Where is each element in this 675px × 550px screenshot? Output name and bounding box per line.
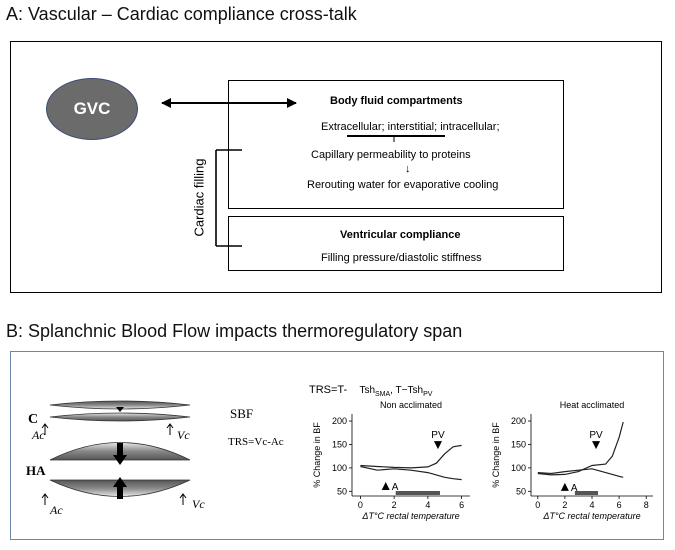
vessel-schematic (41, 400, 191, 505)
x-tick-label: 8 (644, 500, 649, 510)
label-c: C (28, 412, 39, 427)
vessel-c-arrow-icon (116, 407, 124, 412)
vessel-c-lower (49, 412, 191, 422)
y-axis-label: % Change in BF (491, 422, 501, 488)
chart-title: Heat acclimated (560, 400, 625, 410)
label-ac-c: Ac (32, 428, 45, 442)
x-tick-label: 2 (392, 500, 397, 510)
annotation-label: A (571, 483, 578, 494)
y-tick-label: 200 (332, 416, 347, 426)
ventricular-box: Ventricular compliance Filling pressure/… (228, 216, 564, 271)
chart-heat-acclimated: Heat acclimated 50 100 150 200 0 2 4 6 8ΔT°C rect… (491, 400, 653, 521)
x-tick-label: 6 (617, 500, 622, 510)
panel-a-frame (10, 41, 662, 293)
trs-sub2: PV (423, 391, 433, 398)
down-arrow-icon: ↓ (405, 163, 411, 175)
body-fluid-line1: Extracellular; interstitial; intracellul… (321, 121, 500, 133)
series-line-2 (537, 468, 624, 478)
x-tick-label: 0 (535, 500, 540, 510)
vessel-ha-up-arrow-icon (113, 477, 127, 499)
annotation-label: A (392, 482, 399, 493)
duration-bar (574, 491, 599, 495)
label-sbf: SBF (230, 406, 254, 421)
y-tick-label: 50 (337, 486, 347, 496)
x-tick-label: 6 (459, 500, 464, 510)
cardiac-filling-label: Cardiac filling (191, 158, 207, 237)
gvc-node: GVC (46, 78, 138, 140)
label-ac-ha: Ac (50, 503, 63, 517)
annotation-label: PV (589, 430, 603, 441)
gvc-label: GVC (73, 99, 111, 118)
vessel-ha-down-arrow-icon (113, 443, 127, 465)
label-ha: HA (26, 463, 46, 478)
duration-bar (395, 491, 440, 495)
chart-non-acclimated: Non acclimated 50 100 150 200 0 2 4 6ΔT°C rectal… (312, 400, 470, 521)
series-line-1 (537, 421, 624, 476)
label-vc-ha: Vc (192, 497, 205, 511)
y-tick-label: 150 (511, 439, 526, 449)
trs-formula: TRS=T- TshSMA, T−TshPV (309, 384, 432, 398)
annotation-marker (560, 482, 569, 491)
x-axis-label: ΔT°C rectal temperature (542, 511, 640, 521)
y-axis-label: % Change in BF (312, 422, 322, 488)
annotation-marker (381, 481, 390, 490)
series-line-1 (360, 444, 462, 469)
annotation-marker (433, 441, 442, 450)
label-vc-c: Vc (177, 428, 190, 442)
body-fluid-box: Body fluid compartments Extracellular; i… (228, 80, 564, 209)
annotation-label: PV (431, 430, 445, 441)
x-tick-label: 4 (589, 500, 594, 510)
y-tick-label: 100 (511, 463, 526, 473)
ventricular-title: Ventricular compliance (340, 229, 461, 241)
x-tick-label: 0 (358, 500, 363, 510)
x-tick-label: 2 (562, 500, 567, 510)
trs-sep: , T−Tsh (390, 385, 424, 396)
body-fluid-line2: Capillary permeability to proteins (311, 149, 471, 161)
y-tick-label: 100 (332, 463, 347, 473)
cardiac-filling-label-wrap: Cardiac filling (190, 150, 210, 250)
x-axis-label: ΔT°C rectal temperature (361, 511, 459, 521)
y-tick-label: 50 (516, 486, 526, 496)
panel-b-frame (10, 351, 664, 540)
label-trs-eq: TRS=Vc-Ac (228, 436, 284, 448)
trs-tsh: Tsh (359, 385, 375, 396)
chart-title: Non acclimated (380, 400, 442, 410)
annotation-marker (592, 441, 601, 450)
y-tick-label: 200 (511, 416, 526, 426)
ventricular-line1: Filling pressure/diastolic stiffness (321, 252, 482, 264)
section-b-title: B: Splanchnic Blood Flow impacts thermor… (6, 321, 463, 341)
section-a-title: A: Vascular – Cardiac compliance cross-t… (6, 4, 357, 24)
panel-a-connectors (161, 98, 445, 247)
vessel-c-upper (49, 400, 191, 410)
trs-sub1: SMA (375, 391, 391, 398)
x-tick-label: 4 (425, 500, 430, 510)
series-line-2 (360, 465, 462, 481)
y-tick-label: 150 (332, 439, 347, 449)
body-fluid-title: Body fluid compartments (330, 95, 463, 107)
trs-prefix: TRS=T- (309, 384, 348, 396)
body-fluid-line3: Rerouting water for evaporative cooling (307, 179, 499, 191)
